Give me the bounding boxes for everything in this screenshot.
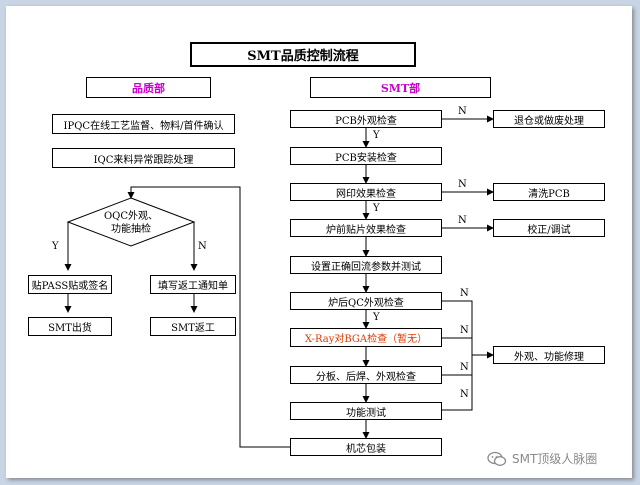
oqc-no-label: N <box>198 241 207 252</box>
no-label-6: N <box>460 362 469 373</box>
no-label-3: N <box>458 215 467 226</box>
pre-reflow-box: 炉前贴片效果检查 <box>290 219 442 237</box>
arrow-packing-to-oqc <box>127 186 290 448</box>
oqc-diamond-shape <box>66 197 196 247</box>
pcb-install-box: PCB安装检查 <box>290 147 442 165</box>
no-label-5: N <box>460 325 469 336</box>
oqc-yes-label: Y <box>52 241 59 252</box>
print-check-box: 网印效果检查 <box>290 183 442 201</box>
ipqc-box: IPQC在线工艺监督、物料/首件确认 <box>52 114 235 134</box>
pass-box: 贴PASS贴或签名 <box>28 275 112 294</box>
oqc-line-2: 功能抽检 <box>111 224 151 235</box>
page-title: SMT品质控制流程 <box>190 42 416 67</box>
ship-box: SMT出货 <box>28 317 112 336</box>
fill-notice-box: 填写返工通知单 <box>150 275 236 294</box>
post-reflow-box: 炉后QC外观检查 <box>290 292 442 310</box>
no-label-2: N <box>458 179 467 190</box>
no-label-1: N <box>458 106 467 117</box>
oqc-diamond: OQC外观、 功能抽检 <box>86 210 176 236</box>
dept-quality: 品质部 <box>86 77 211 98</box>
clean-pcb-box: 清洗PCB <box>493 183 605 201</box>
return-scrap-box: 退仓或做废处理 <box>493 110 605 128</box>
watermark-text: SMT顶级人脉圈 <box>512 452 598 466</box>
yes-label-1: Y <box>373 130 380 141</box>
rework-box: SMT返工 <box>150 317 236 336</box>
iqc-box: IQC来料异常跟踪处理 <box>52 148 235 168</box>
no-label-4: N <box>460 288 469 299</box>
repair-box: 外观、功能修理 <box>493 346 605 364</box>
calibrate-box: 校正/调试 <box>493 219 605 237</box>
yes-label-3: Y <box>373 312 380 323</box>
pcb-visual-box: PCB外观检查 <box>290 110 442 128</box>
no-label-7: N <box>460 389 469 400</box>
wechat-icon <box>487 451 507 466</box>
func-test-box: 功能测试 <box>290 402 442 420</box>
board-split-box: 分板、后焊、外观检查 <box>290 366 442 384</box>
dept-smt: SMT部 <box>310 77 491 98</box>
oqc-line-1: OQC外观、 <box>103 211 159 222</box>
reflow-setup-box: 设置正确回流参数并测试 <box>290 256 442 274</box>
yes-label-2: Y <box>373 203 380 214</box>
watermark: SMT顶级人脉圈 <box>487 450 597 467</box>
xray-box: X-Ray对BGA检查（暂无） <box>290 328 442 347</box>
packing-box: 机芯包装 <box>290 438 442 456</box>
